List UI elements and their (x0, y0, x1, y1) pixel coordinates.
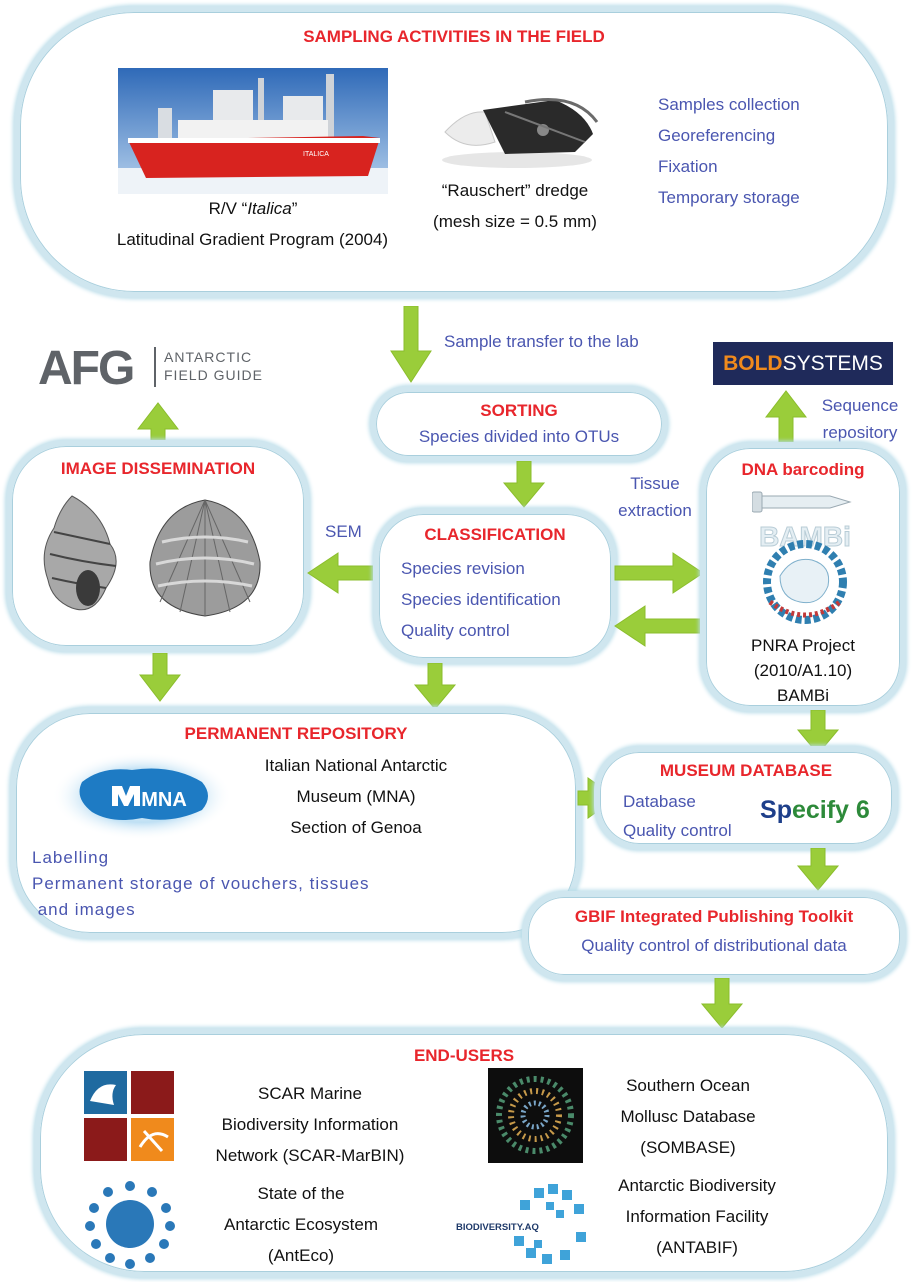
permanent-item: Permanent storage of vouchers, tissues (32, 874, 370, 893)
anteco-logo (80, 1178, 180, 1270)
museum-db-title: MUSEUM DATABASE (659, 761, 833, 780)
arrow-dna-to-bold (764, 390, 808, 444)
arrow-dna-to-classification (614, 605, 704, 647)
dna-project: PNRA Project (2010/A1.10) BAMBi (751, 636, 855, 705)
arrow-sorting-to-classification (502, 461, 546, 508)
museum-description: Italian National Antarctic Museum (MNA) … (264, 756, 448, 837)
sorting-title: SORTING (480, 401, 558, 420)
bivalve-shell-image (140, 492, 270, 622)
activity-item: Fixation (658, 157, 718, 176)
afg-logo: AFG ANTARCTIC FIELD GUIDE (34, 341, 294, 397)
transfer-label: Sample transfer to the lab (444, 332, 639, 351)
dredge-caption-1: “Rauschert” dredge (441, 181, 589, 200)
ship-photo: ITALICA (118, 68, 388, 194)
activities-list: Samples collection Georeferencing Fixati… (658, 89, 858, 213)
dna-title: DNA barcoding (741, 460, 865, 479)
classification-title: CLASSIFICATION (424, 525, 566, 544)
dredge-image (425, 82, 605, 172)
sombase-logo (488, 1068, 583, 1163)
activity-item: Temporary storage (658, 188, 800, 207)
dredge-caption-2: (mesh size = 0.5 mm) (433, 212, 597, 231)
afg-letters: AFG (38, 342, 135, 395)
permanent-title: PERMANENT REPOSITORY (184, 724, 408, 743)
gbif-text: Quality control of distributional data (581, 936, 847, 955)
antabif-text: Antarctic Biodiversity Information Facil… (618, 1176, 776, 1257)
svg-text:BAMBi: BAMBi (759, 521, 851, 552)
tissue-extraction-label: Tissue extraction (618, 474, 692, 520)
museum-db-item: Quality control (623, 821, 732, 840)
scar-marbin-logo (84, 1071, 174, 1161)
classification-item: Species identification (401, 590, 561, 609)
sorting-text: Species divided into OTUs (418, 427, 620, 446)
scar-marbin-text: SCAR Marine Biodiversity Information Net… (215, 1084, 405, 1165)
museum-db-items: Database Quality control (623, 787, 732, 845)
activity-item: Georeferencing (658, 126, 776, 145)
afg-line1: ANTARCTIC (164, 349, 253, 365)
sequence-repo-label: Sequence repository (821, 396, 899, 442)
bold-part1: BOLD (723, 351, 783, 375)
museum-database-box (594, 746, 898, 850)
image-dissemination-title: IMAGE DISSEMINATION (60, 459, 256, 478)
bambi-logo: BAMBi (730, 516, 880, 628)
arrow-classification-to-permanent (413, 663, 457, 710)
permanent-item: Labelling (32, 848, 110, 867)
classification-item: Quality control (401, 621, 510, 640)
ship-caption-2: Latitudinal Gradient Program (2004) (116, 230, 389, 249)
arrow-museum-db-to-gbif (796, 848, 840, 891)
bold-part2: SYSTEMS (782, 351, 883, 375)
activity-item: Samples collection (658, 95, 800, 114)
biodiversity-aq-logo: BIODIVERSITY.AQ (456, 1180, 596, 1270)
museum-db-item: Database (623, 792, 696, 811)
end-users-title: END-USERS (413, 1046, 515, 1065)
classification-item: Species revision (401, 559, 525, 578)
gbif-title: GBIF Integrated Publishing Toolkit (574, 907, 854, 926)
arrow-dna-to-museum-db (796, 710, 840, 755)
sem-label: SEM (325, 522, 362, 541)
arrow-image-to-permanent (138, 653, 182, 702)
dna-barcoding-box (700, 442, 906, 712)
sampling-title: SAMPLING ACTIVITIES IN THE FIELD (303, 27, 605, 46)
permanent-items: Labelling Permanent storage of vouchers,… (32, 845, 572, 923)
specify-logo: Specify 6 (760, 796, 870, 824)
permanent-item: and images (32, 900, 136, 919)
arrow-classification-to-dna (614, 552, 704, 594)
arrow-sampling-to-sorting (390, 306, 432, 383)
gastropod-shell-image (32, 492, 132, 622)
classification-box (373, 508, 617, 664)
classification-items: Species revision Species identification … (401, 553, 611, 646)
sorting-box (370, 386, 668, 462)
ship-caption-1: R/V “Italica” (208, 199, 298, 218)
end-users-box (34, 1028, 894, 1278)
svg-text:BIODIVERSITY.AQ: BIODIVERSITY.AQ (456, 1222, 539, 1233)
sombase-text: Southern Ocean Mollusc Database (SOMBASE… (620, 1076, 756, 1157)
arrow-image-to-afg (136, 402, 180, 450)
arrow-classification-to-image (307, 552, 379, 594)
mna-logo: MNA (52, 752, 232, 840)
svg-text:MNA: MNA (141, 789, 187, 811)
anteco-text: State of the Antarctic Ecosystem (AntEco… (224, 1184, 378, 1265)
afg-line2: FIELD GUIDE (164, 367, 263, 383)
tube-image (751, 486, 852, 518)
arrow-gbif-to-end-users (700, 978, 744, 1029)
ship-hull-name: ITALICA (303, 151, 329, 158)
gbif-box (522, 891, 906, 981)
